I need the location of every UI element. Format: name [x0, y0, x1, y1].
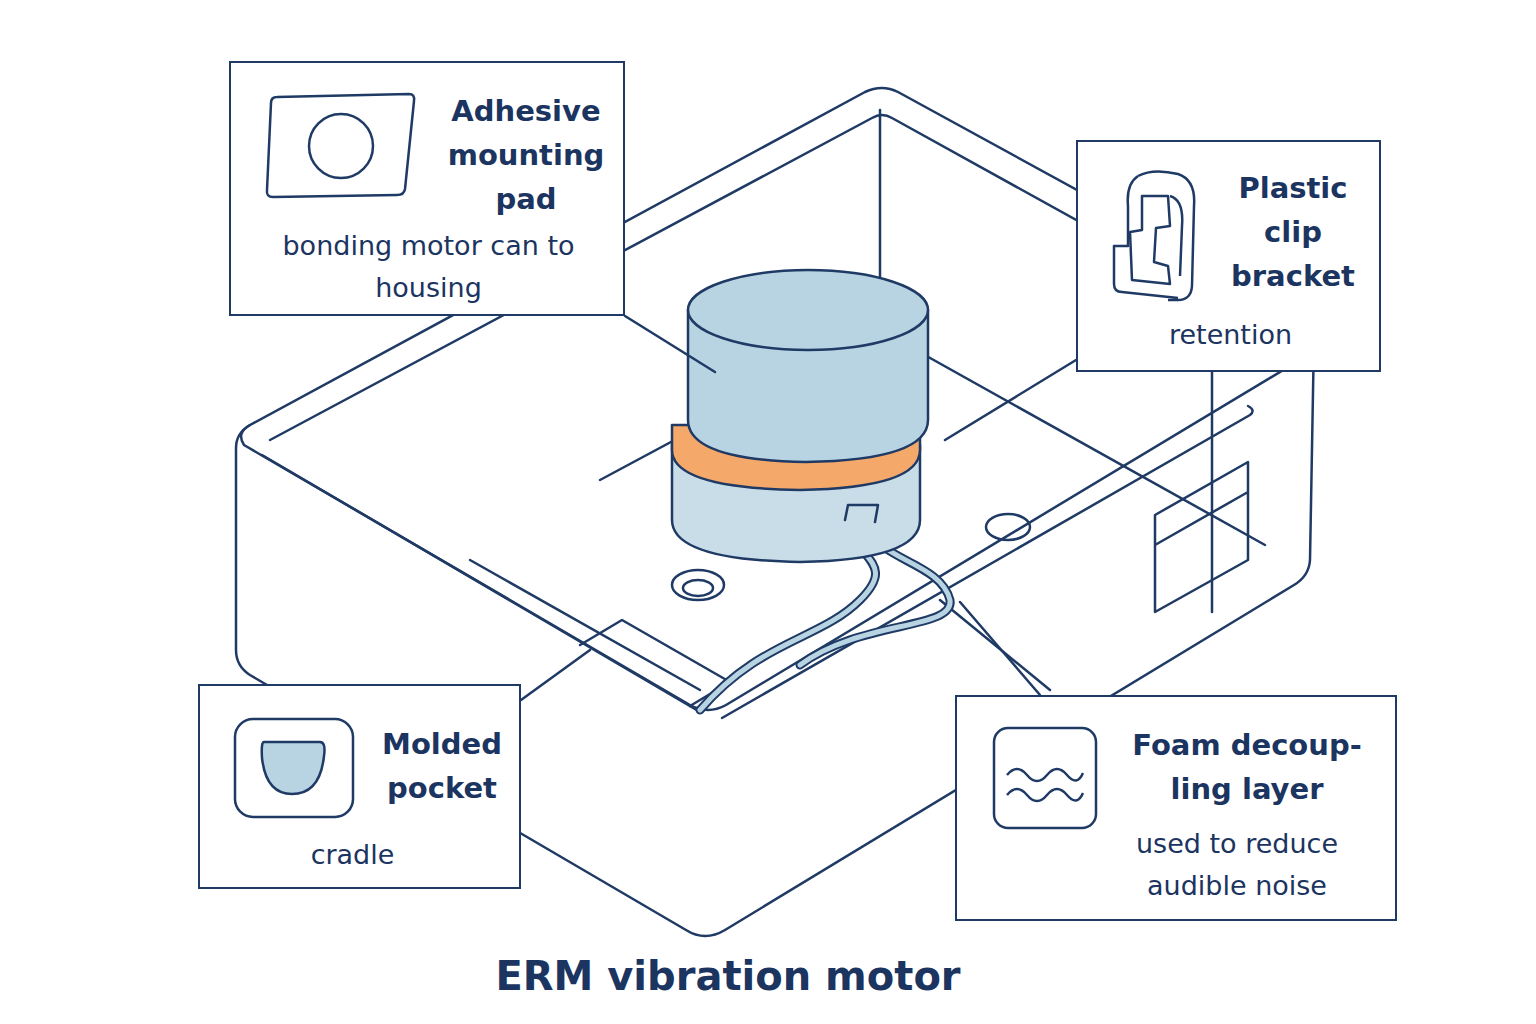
mount-hole — [986, 514, 1030, 540]
icon-stroke — [1130, 196, 1170, 284]
icon-stroke — [994, 728, 1096, 828]
mount-hole — [683, 580, 713, 596]
pad-icon — [263, 91, 417, 199]
wall-slot — [1155, 462, 1248, 612]
foam-icon — [991, 725, 1099, 831]
leader-line — [945, 360, 1076, 440]
motor-can-top — [688, 270, 928, 350]
mount-hole — [672, 570, 724, 600]
callout-heading: Plastic clip bracket — [1218, 166, 1368, 298]
icon-stroke — [1114, 176, 1178, 298]
floor-tab — [580, 620, 730, 706]
icon-stroke — [262, 742, 325, 794]
callout-box: Foam decoup- ling layer used to reduce au… — [955, 695, 1397, 921]
leader-line — [625, 316, 715, 372]
leader-line — [960, 602, 1040, 695]
pocket-icon — [232, 716, 356, 820]
icon-stroke — [309, 114, 373, 178]
callout-note: cradle — [220, 834, 485, 876]
wire-exit — [845, 505, 878, 522]
diagram-title: ERM vibration motor — [0, 950, 1456, 1002]
icon-stroke — [235, 719, 353, 817]
icon-stroke — [267, 94, 414, 197]
callout-note: bonding motor can to housing — [261, 225, 596, 309]
callout-heading: Molded pocket — [372, 722, 512, 810]
callout-box: Molded pocket cradle — [198, 684, 521, 889]
callout-heading: Foam decoup- ling layer — [1117, 723, 1377, 811]
icon-stroke — [1170, 196, 1182, 276]
callout-note: used to reduce audible noise — [1097, 823, 1377, 907]
callout-box: Plastic clip bracket retention — [1076, 140, 1381, 372]
callout-heading: Adhesive mounting pad — [436, 89, 616, 221]
leader-line — [521, 650, 590, 700]
callout-box: Adhesive mounting padbonding motor can t… — [229, 61, 625, 316]
icon-stroke — [1007, 769, 1083, 781]
callout-note: retention — [1098, 314, 1363, 356]
clip-icon — [1108, 166, 1200, 304]
icon-stroke — [1007, 789, 1083, 801]
